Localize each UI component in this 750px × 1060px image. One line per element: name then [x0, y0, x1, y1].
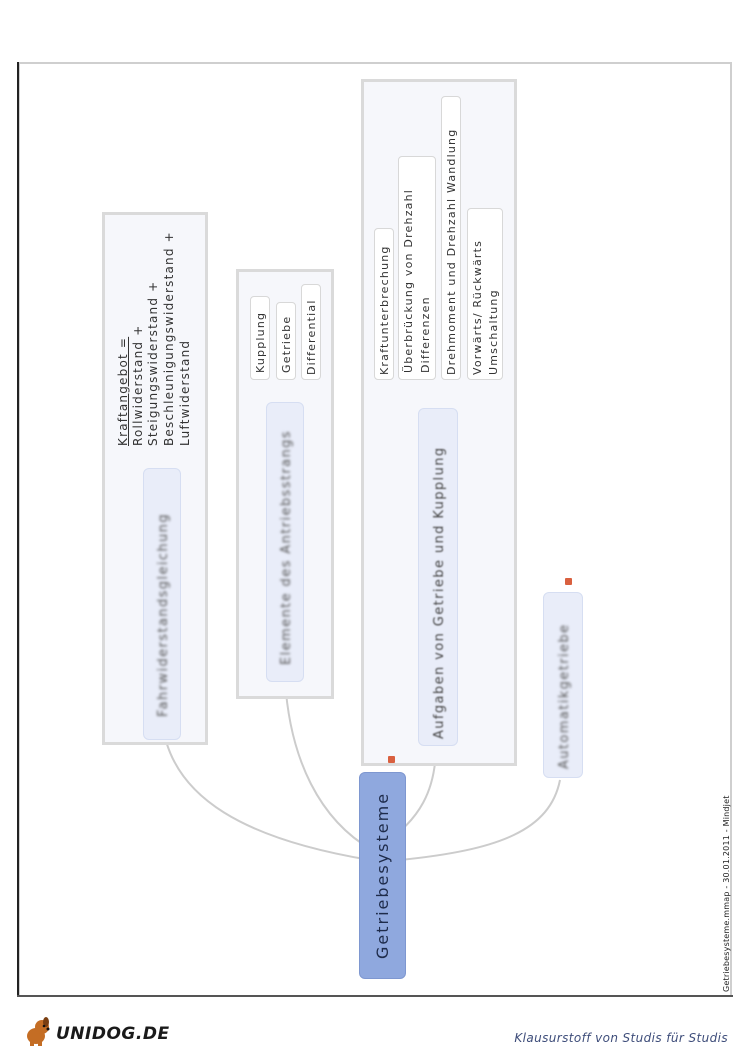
leaf-differential[interactable]: Differential	[301, 284, 321, 380]
node-aufgaben[interactable]: Aufgaben von Getriebe und Kupplung	[418, 408, 458, 746]
node-aufgaben-label: Aufgaben von Getriebe und Kupplung	[432, 446, 447, 740]
formula-line-3: Steigungswiderstand +	[146, 280, 160, 446]
formula-line-5: Luftwiderstand	[178, 339, 192, 446]
leaf-kupplung-label: Kupplung	[254, 311, 267, 373]
leaf-ueberbrueckung-line1: Überbrückung von Drehzahl	[402, 188, 415, 373]
node-elemente-antriebsstrang[interactable]: Elemente des Antriebsstrangs	[266, 402, 304, 682]
leaf-drehmoment-label: Drehmoment und Drehzahl Wandlung	[445, 128, 458, 375]
leaf-ueberbrueckung[interactable]: Überbrückung von Drehzahl Differenzen	[398, 156, 436, 380]
brand-name: UNIDOG.DE	[56, 1024, 170, 1044]
unidog-logo[interactable]: UNIDOG.DE	[22, 1014, 169, 1050]
node-elemente-antriebsstrang-label: Elemente des Antriebsstrangs	[279, 430, 294, 665]
formula-line-4: Beschleunigungswiderstand +	[162, 231, 176, 446]
node-fahrwiderstandsgleichung[interactable]: Fahrwiderstandsgleichung	[143, 468, 181, 740]
node-automatikgetriebe-label: Automatikgetriebe	[557, 623, 572, 769]
root-node-getriebesysteme[interactable]: Getriebesysteme	[359, 772, 406, 979]
formula-line-2: Rollwiderstand +	[131, 324, 145, 447]
formula-line-1: Kraftangebot =	[116, 336, 130, 446]
leaf-vorwaerts-line1: Vorwärts/ Rückwärts	[471, 239, 484, 375]
root-node-label: Getriebesysteme	[373, 791, 392, 959]
node-marker-icon	[565, 578, 572, 585]
leaf-kraftunterbrechung-label: Kraftunterbrechung	[378, 245, 391, 375]
leaf-ueberbrueckung-line2: Differenzen	[419, 296, 432, 373]
tagline: Klausurstoff von Studis für Studis	[514, 1031, 728, 1045]
node-automatikgetriebe[interactable]: Automatikgetriebe	[543, 592, 583, 778]
file-reference: Getriebesysteme.mmap - 30.01.2011 - Mind…	[722, 795, 731, 992]
leaf-drehmoment[interactable]: Drehmoment und Drehzahl Wandlung	[441, 96, 461, 380]
node-marker-icon	[388, 756, 395, 763]
leaf-vorwaerts[interactable]: Vorwärts/ Rückwärts Umschaltung	[467, 208, 503, 380]
leaf-kraftunterbrechung[interactable]: Kraftunterbrechung	[374, 228, 394, 380]
frame-edge-bottom	[17, 995, 733, 997]
node-fahrwiderstandsgleichung-label: Fahrwiderstandsgleichung	[156, 513, 171, 717]
leaf-getriebe[interactable]: Getriebe	[276, 302, 296, 380]
leaf-getriebe-label: Getriebe	[280, 315, 293, 373]
leaf-kupplung[interactable]: Kupplung	[250, 296, 270, 380]
leaf-differential-label: Differential	[305, 299, 318, 375]
leaf-vorwaerts-line2: Umschaltung	[487, 289, 500, 375]
dog-icon	[27, 1017, 50, 1046]
frame-edge-left	[17, 62, 19, 997]
